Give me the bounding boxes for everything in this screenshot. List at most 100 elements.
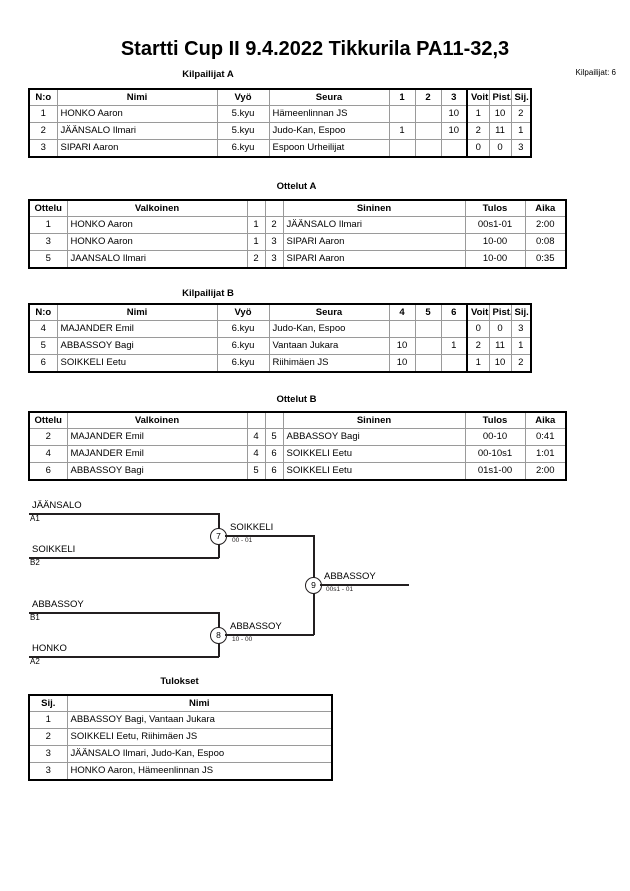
bracket-line (225, 634, 314, 636)
cell-points: 0 (488, 139, 512, 158)
cell-time: 0:08 (524, 233, 567, 251)
col-points: Pist. (488, 88, 512, 106)
table-header-row: N:o Nimi Vyö Seura 4 5 6 Voit. Pist. Sij… (28, 303, 532, 321)
table-row: 4 MAJANDER Emil 4 6 SOIKKELI Eetu 00-10s… (28, 445, 567, 463)
cell-white: ABBASSOY Bagi (66, 462, 248, 481)
col-name: Nimi (56, 88, 218, 106)
table-header-row: N:o Nimi Vyö Seura 1 2 3 Voit. Pist. Sij… (28, 88, 532, 106)
cell-match-no: 5 (28, 250, 68, 269)
cell-name: JÄÄNSALO Ilmari (56, 122, 218, 140)
col-result: Tulos (464, 199, 526, 217)
cell-blue-no: 2 (264, 216, 284, 234)
pool-b-caption: Kilpailijat B (182, 288, 234, 299)
cell-blue: SOIKKELI Eetu (282, 462, 466, 481)
cell-match-no: 3 (28, 233, 68, 251)
cell-match-no: 4 (28, 445, 68, 463)
bracket-line (225, 535, 314, 537)
bracket-line (29, 656, 219, 658)
cell-result: 00s1-01 (464, 216, 526, 234)
pool-b-table: N:o Nimi Vyö Seura 4 5 6 Voit. Pist. Sij… (28, 303, 532, 373)
bracket-entry-name: JÄÄNSALO (32, 500, 82, 511)
cell-time: 2:00 (524, 462, 567, 481)
cell-name: ABBASSOY Bagi, Vantaan Jukara (66, 711, 333, 729)
cell-m2 (414, 354, 442, 373)
cell-rank: 1 (510, 337, 532, 355)
cell-name: SOIKKELI Eetu, Riihimäen JS (66, 728, 333, 746)
cell-name: JÄÄNSALO Ilmari, Judo-Kan, Espoo (66, 745, 333, 763)
cell-blue-no: 3 (264, 233, 284, 251)
cell-no: 4 (28, 320, 58, 338)
col-white-no (246, 411, 266, 429)
col-time: Aika (524, 411, 567, 429)
pool-a-caption: Kilpailijat A (182, 69, 234, 80)
cell-match-no: 2 (28, 428, 68, 446)
cell-m1 (388, 105, 416, 123)
cell-rank: 2 (510, 105, 532, 123)
table-header-row: Sij. Nimi (28, 694, 333, 712)
col-wins: Voit. (466, 88, 490, 106)
col-white: Valkoinen (66, 411, 248, 429)
bracket-line (29, 612, 219, 614)
cell-belt: 6.kyu (216, 139, 270, 158)
bracket-entry-name: HONKO (32, 643, 67, 654)
matches-b-caption: Ottelut B (276, 394, 317, 405)
table-row: 5 JAANSALO Ilmari 2 3 SIPARI Aaron 10-00… (28, 250, 567, 269)
col-rank: Sij. (510, 88, 532, 106)
bracket-entry-seed: B2 (30, 558, 40, 567)
cell-blue-no: 6 (264, 462, 284, 481)
matches-a-caption: Ottelut A (276, 181, 317, 192)
cell-blue: ABBASSOY Bagi (282, 428, 466, 446)
col-m3: 3 (440, 88, 468, 106)
cell-points: 10 (488, 105, 512, 123)
bracket-line (320, 584, 409, 586)
table-row: 1 ABBASSOY Bagi, Vantaan Jukara (28, 711, 333, 729)
cell-rank: 3 (28, 745, 68, 763)
col-m1: 4 (388, 303, 416, 321)
col-name: Nimi (56, 303, 218, 321)
cell-points: 0 (488, 320, 512, 338)
cell-white: MAJANDER Emil (66, 428, 248, 446)
cell-m3: 10 (440, 105, 468, 123)
cell-match-no: 6 (28, 462, 68, 481)
cell-name: SIPARI Aaron (56, 139, 218, 158)
elimination-bracket: JÄÄNSALO A1 SOIKKELI B2 7 SOIKKELI 00 - … (0, 495, 630, 670)
table-row: 3 SIPARI Aaron 6.kyu Espoon Urheilijat 0… (28, 139, 532, 158)
matches-a-table: Ottelu Valkoinen Sininen Tulos Aika 1 HO… (28, 199, 567, 269)
cell-no: 5 (28, 337, 58, 355)
cell-m3: 10 (440, 122, 468, 140)
table-row: 6 SOIKKELI Eetu 6.kyu Riihimäen JS 10 1 … (28, 354, 532, 373)
cell-blue: JÄÄNSALO Ilmari (282, 216, 466, 234)
table-row: 6 ABBASSOY Bagi 5 6 SOIKKELI Eetu 01s1-0… (28, 462, 567, 481)
cell-belt: 6.kyu (216, 354, 270, 373)
cell-no: 1 (28, 105, 58, 123)
results-table: Sij. Nimi 1 ABBASSOY Bagi, Vantaan Jukar… (28, 694, 333, 781)
bracket-final-score: 00s1 - 01 (326, 586, 354, 593)
cell-time: 1:01 (524, 445, 567, 463)
cell-name: HONKO Aaron, Hämeenlinnan JS (66, 762, 333, 781)
cell-m3 (440, 354, 468, 373)
cell-m2 (414, 320, 442, 338)
cell-match-no: 1 (28, 216, 68, 234)
cell-club: Riihimäen JS (268, 354, 390, 373)
col-blue-no (264, 199, 284, 217)
col-match-no: Ottelu (28, 199, 68, 217)
cell-m3 (440, 139, 468, 158)
table-header-row: Ottelu Valkoinen Sininen Tulos Aika (28, 411, 567, 429)
cell-white: HONKO Aaron (66, 233, 248, 251)
cell-blue-no: 6 (264, 445, 284, 463)
col-m1: 1 (388, 88, 416, 106)
col-rank: Sij. (510, 303, 532, 321)
cell-name: ABBASSOY Bagi (56, 337, 218, 355)
table-row: 3 HONKO Aaron 1 3 SIPARI Aaron 10-00 0:0… (28, 233, 567, 251)
cell-points: 11 (488, 337, 512, 355)
cell-white-no: 1 (246, 233, 266, 251)
table-row: 5 ABBASSOY Bagi 6.kyu Vantaan Jukara 10 … (28, 337, 532, 355)
cell-m3: 1 (440, 337, 468, 355)
cell-club: Judo-Kan, Espoo (268, 320, 390, 338)
cell-rank: 1 (510, 122, 532, 140)
bracket-match-node-9: 9 (305, 577, 322, 594)
pool-a-table: N:o Nimi Vyö Seura 1 2 3 Voit. Pist. Sij… (28, 88, 532, 158)
bracket-entry-seed: A1 (30, 514, 40, 523)
table-row: 1 HONKO Aaron 1 2 JÄÄNSALO Ilmari 00s1-0… (28, 216, 567, 234)
